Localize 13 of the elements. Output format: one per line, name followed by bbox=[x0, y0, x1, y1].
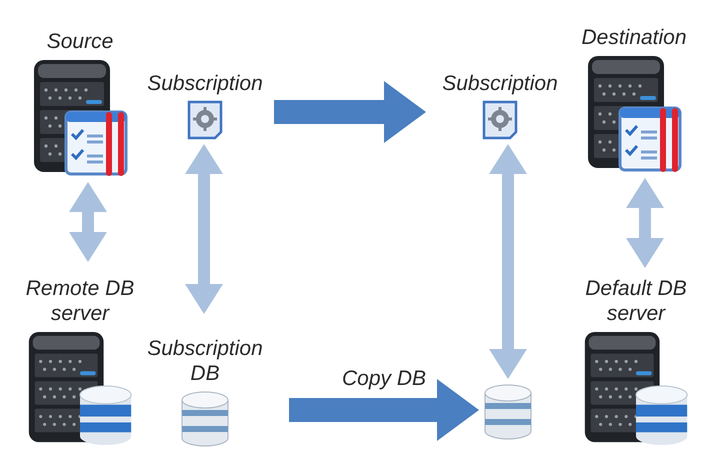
block-arrow bbox=[185, 144, 223, 314]
node-label: Subscription bbox=[147, 70, 263, 96]
node-label: Remote DB server bbox=[24, 276, 136, 326]
block-arrow bbox=[289, 379, 479, 441]
node-label: Destination bbox=[581, 24, 687, 50]
block-arrow bbox=[626, 178, 664, 268]
node-label: Source bbox=[46, 28, 114, 54]
node-label: Default DB server bbox=[584, 276, 688, 326]
node-label: Subscription DB bbox=[146, 336, 264, 386]
block-arrow bbox=[489, 144, 527, 379]
node-label: Subscription bbox=[442, 70, 558, 96]
block-arrow bbox=[69, 182, 107, 262]
block-arrow bbox=[274, 81, 426, 143]
